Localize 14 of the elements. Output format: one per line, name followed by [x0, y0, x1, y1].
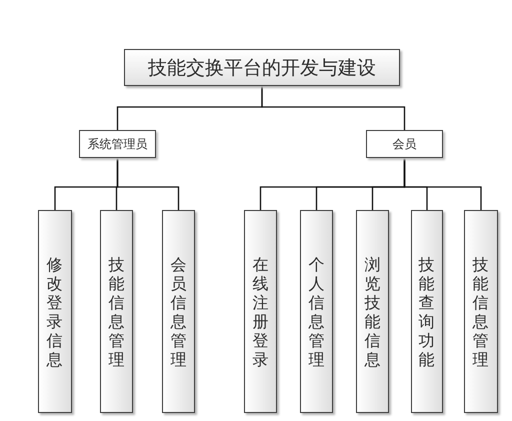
module-box: 技能信息管理: [464, 210, 498, 413]
module-box: 技能查询功能: [411, 210, 443, 413]
module-box: 个人信息管理: [300, 210, 333, 413]
module-box: 会员信息管理: [162, 210, 195, 413]
module-box: 浏览技能信息: [356, 210, 389, 413]
module-box: 技能信息管理: [100, 210, 133, 413]
connector-line: [404, 158, 482, 210]
module-box: 修改登录信息: [38, 210, 72, 413]
role-box: 会员: [366, 130, 443, 158]
connector-line: [116, 158, 180, 210]
module-box: 在线注册登录: [244, 210, 277, 413]
role-box: 系统管理员: [79, 130, 156, 158]
connector-line: [261, 86, 406, 130]
title-box: 技能交换平台的开发与建设: [124, 49, 400, 86]
